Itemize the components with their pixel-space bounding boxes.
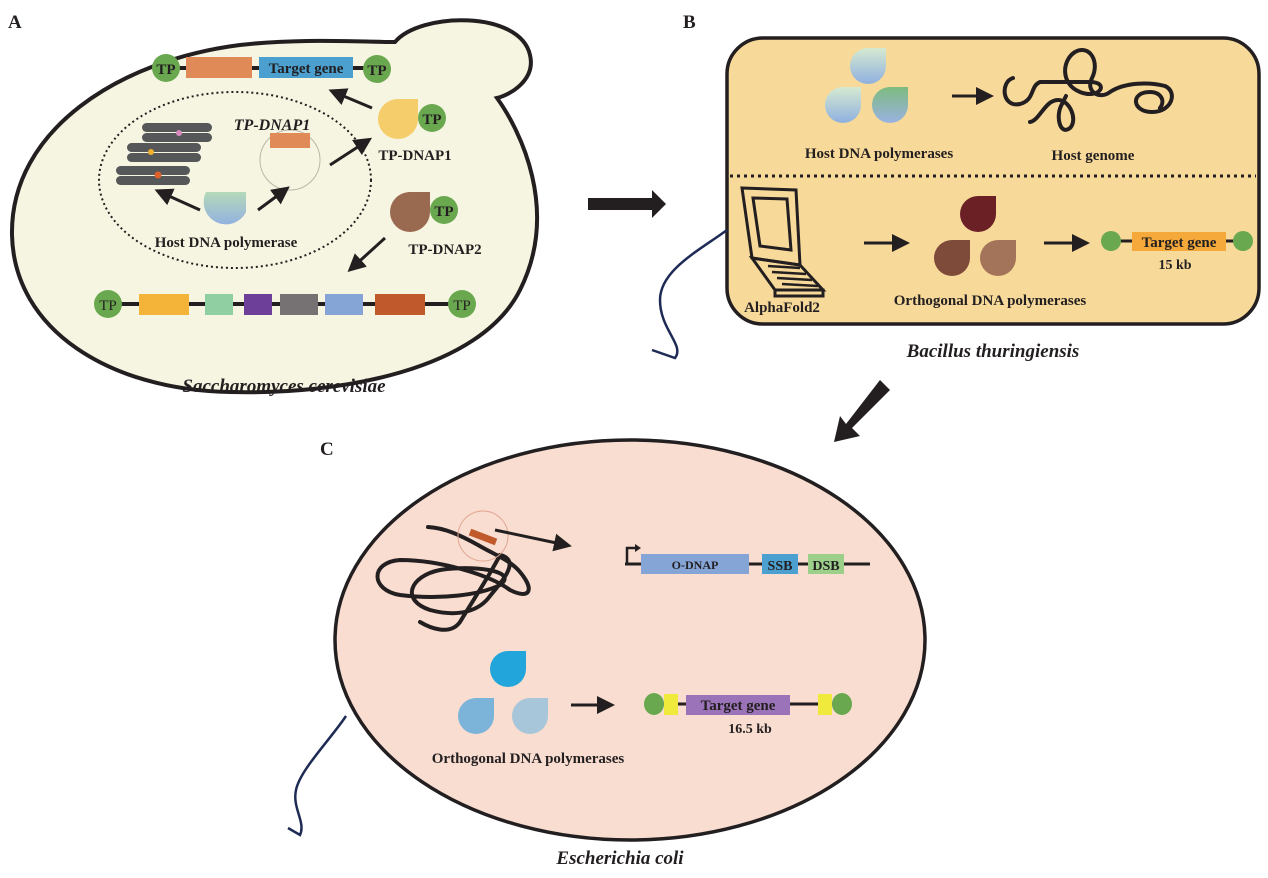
plasmid-label: TP-DNAP1 — [234, 117, 310, 134]
linear-plasmid-bottom: TP TP — [94, 290, 476, 318]
tp-protein — [448, 290, 476, 318]
orthogonal-polymerase — [512, 698, 548, 734]
svg-text:TP: TP — [434, 204, 453, 220]
chromosomes — [116, 123, 212, 185]
tp-protein — [363, 55, 391, 83]
linear-plasmid-top: TP Target gene TP — [152, 54, 391, 83]
target-gene-construct-b: Target gene 15 kb — [1101, 231, 1253, 273]
arrow — [329, 137, 373, 167]
target-gene-label: Target gene — [269, 61, 344, 77]
arrow — [154, 188, 201, 212]
orthogonal-polymerase — [458, 698, 494, 734]
svg-text:TP: TP — [422, 112, 441, 128]
host-polymerase — [872, 87, 908, 123]
tp-protein — [152, 54, 180, 82]
flagellum — [287, 715, 348, 837]
panel-b-letter: B — [683, 12, 696, 33]
target-gene-block — [686, 695, 790, 715]
yellow-linker — [664, 694, 678, 715]
panel-b: B Host DNA polymerases Host genome Alpha… — [651, 12, 1261, 362]
tp-dnap1-gene — [270, 133, 310, 148]
host-polymerase — [825, 87, 861, 123]
host-polymerases-label: Host DNA polymerases — [805, 146, 953, 162]
bacillus-cell — [725, 36, 1261, 326]
size-label-c: 16.5 kb — [728, 722, 772, 737]
svg-text:Target gene: Target gene — [1142, 235, 1217, 251]
svg-text:Target gene: Target gene — [701, 698, 776, 714]
orthogonal-polymerases-label: Orthogonal DNA polymerases — [894, 293, 1087, 309]
panel-c: C O-DNAP SSB DSB Orthogonal DNA polymera… — [287, 438, 927, 869]
organism-label-b: Bacillus thuringiensis — [906, 341, 1080, 362]
arrow-a-to-b — [588, 190, 666, 218]
panel-c-letter: C — [320, 439, 334, 460]
tp-dnap1-protein — [378, 99, 418, 139]
tp-protein — [430, 196, 458, 224]
gene-block — [205, 294, 233, 315]
odnap-construct: O-DNAP SSB DSB — [625, 544, 870, 574]
tp-protein — [418, 104, 446, 132]
arrow — [257, 186, 290, 212]
gene-highlight-circle — [457, 510, 509, 562]
orthogonal-polymerases-label-c: Orthogonal DNA polymerases — [432, 751, 625, 767]
target-gene-block — [259, 57, 353, 78]
arrow — [347, 236, 387, 273]
highlighted-gene — [468, 528, 498, 546]
svg-text:SSB: SSB — [768, 559, 793, 574]
orthogonal-polymerase — [980, 240, 1016, 276]
arrow — [328, 88, 373, 110]
orthogonal-polymerase — [960, 196, 996, 232]
panel-a: A TP Target gene TP — [8, 12, 539, 397]
svg-text:TP: TP — [367, 63, 386, 79]
host-genome — [1002, 48, 1174, 132]
odnap-block — [641, 554, 749, 574]
panel-a-letter: A — [8, 12, 22, 33]
alphafold-label: AlphaFold2 — [744, 300, 820, 316]
host-genome-label: Host genome — [1052, 148, 1135, 164]
size-label-b: 15 kb — [1158, 258, 1191, 273]
orthogonal-polymerase — [490, 651, 526, 687]
nucleus — [98, 91, 372, 269]
tp-dnap2-label: TP-DNAP2 — [408, 242, 481, 258]
tp-dnap1-label: TP-DNAP1 — [378, 148, 451, 164]
svg-text:TP: TP — [99, 298, 117, 314]
svg-text:DSB: DSB — [812, 559, 839, 574]
ecoli-cell — [333, 438, 927, 842]
tp-dnap2-protein — [389, 192, 430, 232]
gene-block — [244, 294, 272, 315]
svg-text:TP: TP — [156, 62, 175, 78]
gene-block — [325, 294, 363, 315]
organism-label-a: Saccharomyces cerevisiae — [182, 376, 386, 397]
gene-block — [139, 294, 189, 315]
laptop-icon — [740, 186, 827, 298]
orthogonal-polymerase — [934, 240, 970, 276]
host-polymerase — [850, 48, 886, 84]
arrow-b-to-c — [834, 380, 890, 442]
svg-text:TP: TP — [453, 298, 471, 314]
gene-block — [280, 294, 318, 315]
svg-text:O-DNAP: O-DNAP — [672, 558, 719, 572]
tp-protein — [94, 290, 122, 318]
organism-label-c: Escherichia coli — [555, 848, 684, 869]
ecoli-genome — [375, 525, 531, 632]
target-gene-construct-c: Target gene 16.5 kb — [644, 693, 852, 737]
host-polymerase — [203, 192, 246, 225]
orange-gene-block — [186, 57, 252, 78]
gene-block — [375, 294, 425, 315]
plasmid-circle — [259, 129, 321, 191]
yellow-linker — [818, 694, 832, 715]
arrow — [494, 528, 572, 552]
dsb-block — [808, 554, 844, 574]
ssb-block — [762, 554, 798, 574]
target-gene-block — [1132, 232, 1226, 251]
flagellum — [651, 228, 728, 360]
host-polymerase-label: Host DNA polymerase — [155, 235, 298, 251]
promoter-arrow-icon — [625, 546, 637, 564]
